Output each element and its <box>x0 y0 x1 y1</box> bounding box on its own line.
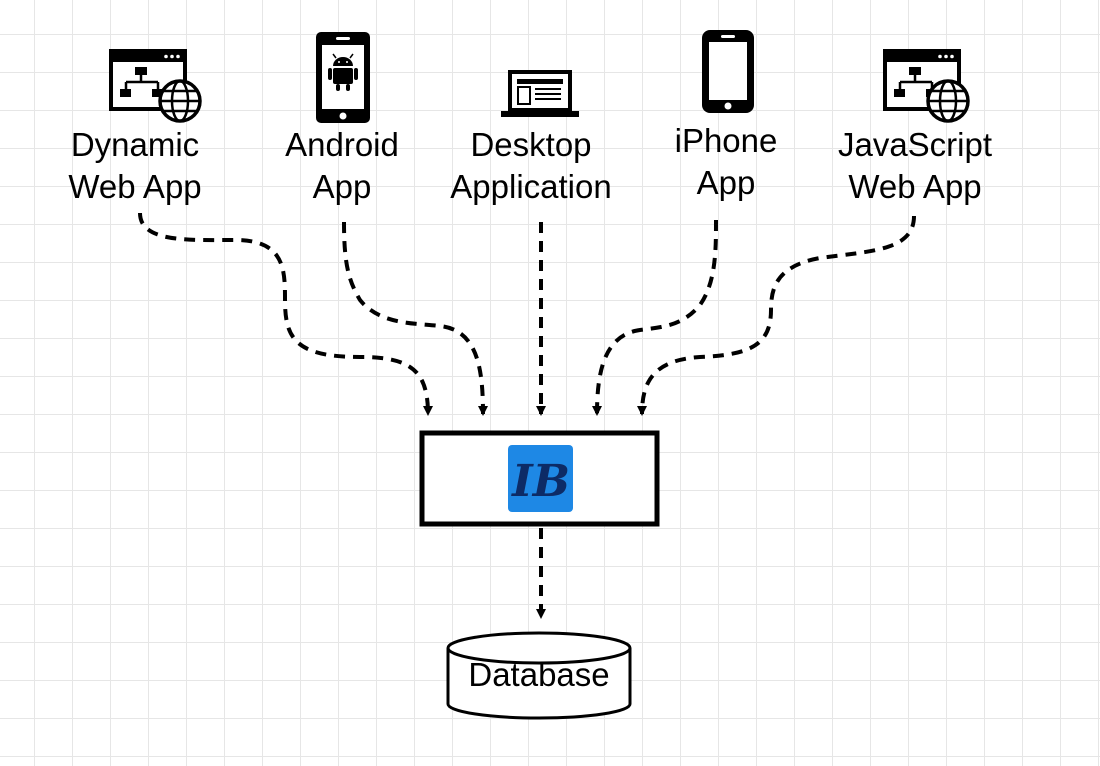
label-iphone-app: iPhone App <box>674 122 778 201</box>
label-dynamic-web-app: Dynamic Web App <box>68 126 202 205</box>
android-phone-icon <box>316 32 370 123</box>
connector-javascript-web-app <box>637 215 916 416</box>
iphone-icon <box>702 30 754 113</box>
website-globe-icon <box>883 49 970 123</box>
connector-android-app <box>342 221 488 416</box>
label-javascript-web-app: JavaScript Web App <box>837 126 993 205</box>
connector-iphone-app <box>592 219 718 416</box>
laptop-icon <box>501 70 579 117</box>
connector-dynamic-web-app <box>138 212 433 416</box>
label-android-app: Android App <box>285 126 399 205</box>
label-desktop-application: Desktop Application <box>450 126 612 205</box>
database-label: Database <box>468 656 610 693</box>
database-cylinder <box>446 631 632 720</box>
website-globe-icon <box>109 49 202 123</box>
ib-logo-text: IB <box>510 456 570 507</box>
ib-logo: IB <box>508 445 573 512</box>
